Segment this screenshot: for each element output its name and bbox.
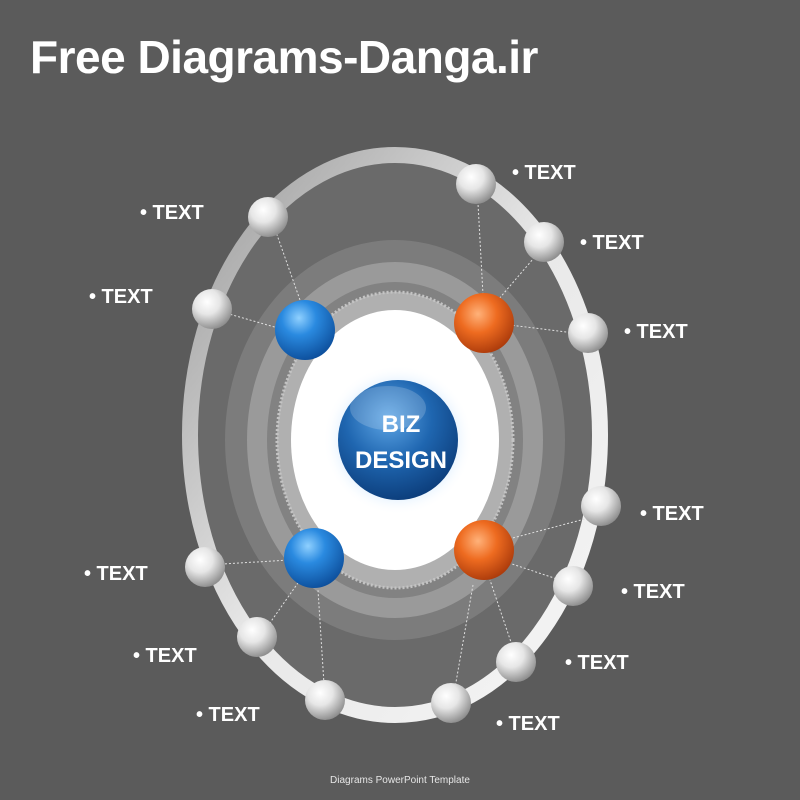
- node-label: • TEXT: [565, 652, 629, 674]
- gray-node: [496, 642, 536, 682]
- outer-track: [182, 147, 608, 723]
- gray-node: [456, 164, 496, 204]
- gray-node: [568, 313, 608, 353]
- gray-node: [192, 289, 232, 329]
- footer-caption: Diagrams PowerPoint Template: [330, 775, 470, 786]
- node-label: • TEXT: [624, 321, 688, 343]
- orange-node-bottom: [454, 520, 514, 580]
- blue-node-bottom: [284, 528, 344, 588]
- center-label-line1: BIZ: [382, 411, 421, 438]
- orange-node-top: [454, 293, 514, 353]
- outer-nodes: [185, 164, 621, 723]
- center-highlight: [350, 386, 426, 430]
- node-label: • TEXT: [84, 563, 148, 585]
- node-label: • TEXT: [140, 202, 204, 224]
- node-label: • TEXT: [640, 503, 704, 525]
- center-node: [338, 380, 458, 500]
- gray-node: [524, 222, 564, 262]
- gray-node: [581, 486, 621, 526]
- gray-node: [305, 680, 345, 720]
- gray-node: [185, 547, 225, 587]
- center-label-line2: DESIGN: [355, 447, 447, 474]
- node-label: • TEXT: [496, 713, 560, 735]
- gray-node: [431, 683, 471, 723]
- node-label: • TEXT: [89, 286, 153, 308]
- node-label: • TEXT: [512, 162, 576, 184]
- gray-node: [237, 617, 277, 657]
- blue-node-top: [275, 300, 335, 360]
- node-label: • TEXT: [133, 645, 197, 667]
- gray-node: [248, 197, 288, 237]
- page-title: Free Diagrams-Danga.ir: [30, 31, 538, 83]
- gray-node: [553, 566, 593, 606]
- node-label: • TEXT: [621, 581, 685, 603]
- node-label: • TEXT: [196, 704, 260, 726]
- node-label: • TEXT: [580, 232, 644, 254]
